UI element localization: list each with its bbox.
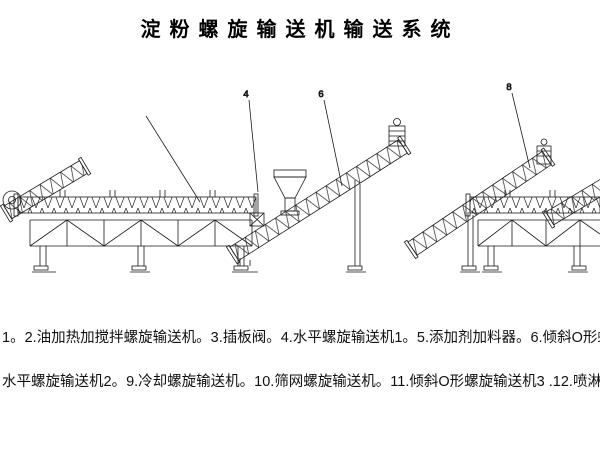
- incline-1-supports: [239, 180, 363, 271]
- truss-1-legs: [39, 246, 245, 266]
- drive-motor-1: [388, 118, 406, 147]
- callout-6: 6: [318, 89, 323, 100]
- horizontal-screw-conveyor-1: [13, 190, 259, 217]
- truss-2-legs: [487, 246, 581, 266]
- legend-line-1: 1。2.油加热加搅拌螺旋输送机。3.插板阀。4.水平螺旋输送机1。5.添加剂加料…: [2, 330, 600, 346]
- support-truss-1: [29, 219, 253, 271]
- callout-leader-lines: [145, 92, 531, 203]
- drive-motor-2: [536, 138, 552, 165]
- drawing-title: 淀粉螺旋输送机输送系统: [140, 19, 460, 41]
- legend-line-2: 水平螺旋输送机2。9.冷却螺旋输送机。10.筛网螺旋输送机。11.倾斜O形螺旋输…: [2, 373, 600, 390]
- callout-4: 4: [243, 89, 248, 100]
- bearing-hangers: [59, 190, 216, 197]
- incline-2-supports: [461, 212, 477, 271]
- support-truss-2: [477, 219, 600, 271]
- callout-8: 8: [506, 82, 511, 93]
- legend: 1。2.油加热加搅拌螺旋输送机。3.插板阀。4.水平螺旋输送机1。5.添加剂加料…: [2, 330, 600, 390]
